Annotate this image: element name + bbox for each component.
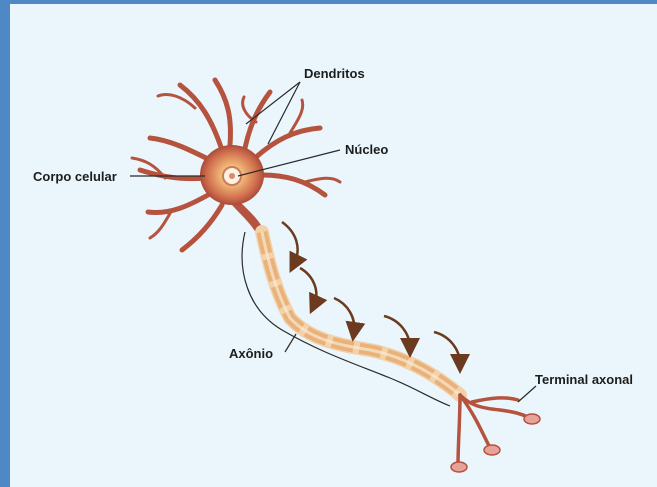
label-axon-terminal: Terminal axonal [535, 372, 633, 387]
label-dendrites: Dendritos [304, 66, 365, 81]
synaptic-knob [524, 414, 540, 424]
signal-arrow [384, 316, 410, 348]
signal-arrow [334, 298, 354, 332]
terminal-leader [518, 386, 536, 402]
dendrites-leader [246, 82, 300, 124]
signal-arrow [434, 332, 460, 364]
dendrite-branch [245, 92, 270, 148]
axon-group [262, 232, 460, 395]
dendrite-branch [180, 85, 222, 150]
terminal-branch [458, 395, 460, 465]
dendrite-branch [305, 178, 340, 182]
dendrite-branch [140, 170, 205, 179]
signal-arrows [282, 222, 460, 364]
synaptic-knob [484, 445, 500, 455]
dendrite-branch [255, 128, 320, 158]
label-axon: Axônio [229, 346, 273, 361]
signal-arrow [282, 222, 298, 264]
label-nucleus: Núcleo [345, 142, 388, 157]
nucleolus [229, 173, 235, 179]
dendrite-branch [182, 205, 222, 250]
dendrite-branch [290, 100, 303, 133]
synaptic-knob [451, 462, 467, 472]
axon-leader [285, 334, 296, 352]
label-cell-body: Corpo celular [33, 169, 117, 184]
terminal-branch [472, 398, 518, 402]
synaptic-knobs [451, 414, 540, 472]
dendrite-branch [150, 138, 210, 160]
axon-myelin [262, 232, 460, 395]
signal-arrow [300, 268, 316, 305]
dendrite-branch [148, 195, 208, 213]
